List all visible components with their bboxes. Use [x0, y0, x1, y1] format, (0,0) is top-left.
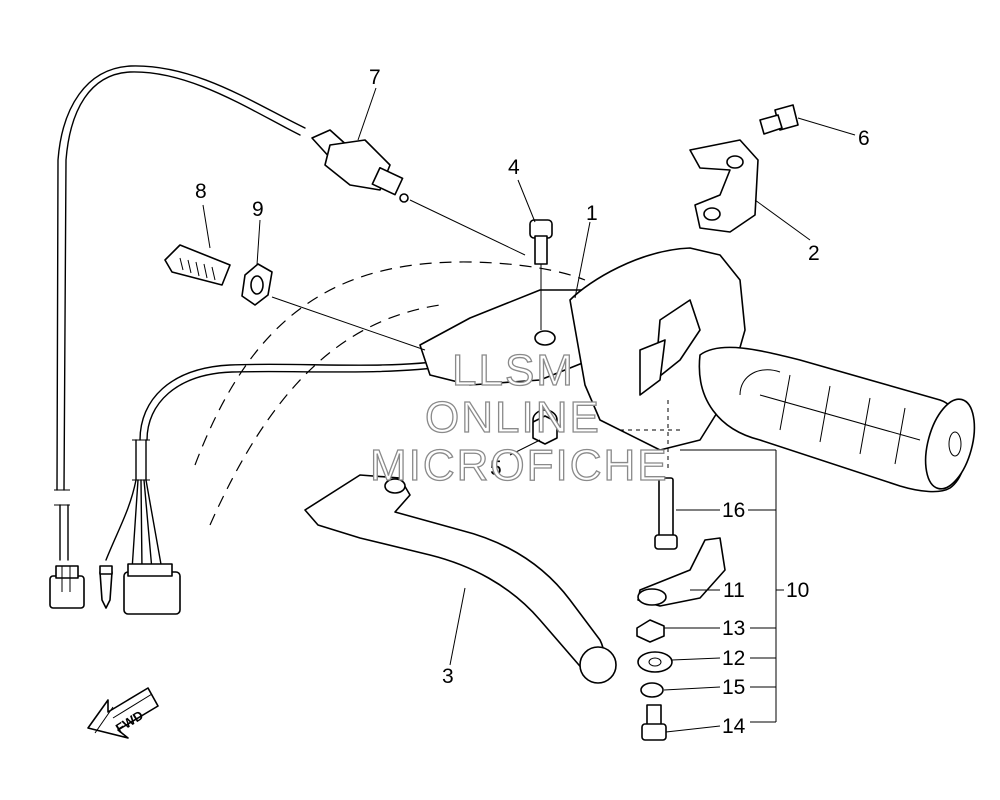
callout-9: 9 — [252, 198, 264, 221]
leader-lines — [202, 87, 811, 733]
callout-7: 7 — [369, 66, 381, 89]
callout-13: 13 — [722, 617, 745, 640]
adjuster-8 — [164, 244, 231, 286]
callout-15: 15 — [722, 676, 745, 699]
callout-6: 6 — [858, 127, 870, 150]
watermark: LLSM ONLINE MICROFICHE — [369, 345, 669, 490]
callout-11: 11 — [723, 579, 745, 602]
handlebar-grip — [698, 346, 976, 493]
callout-14: 14 — [722, 715, 746, 738]
callout-2: 2 — [808, 242, 820, 265]
watermark-line-1: LLSM — [452, 346, 575, 395]
nut-5 — [532, 415, 558, 445]
clutch-switch-wire — [49, 65, 306, 609]
locknut-9 — [241, 263, 426, 351]
fwd-direction-arrow: FWD — [87, 687, 159, 739]
watermark-line-3: MICROFICHE — [370, 441, 669, 490]
callout-16: 16 — [722, 499, 745, 522]
watermark-line-2: ONLINE — [425, 393, 601, 442]
clutch-switch-7 — [311, 129, 526, 256]
callout-labels: 1 2 3 4 5 6 7 8 9 10 11 12 13 14 15 16 — [195, 66, 870, 738]
callout-10: 10 — [786, 579, 809, 602]
callout-4: 4 — [508, 156, 520, 179]
clutch-lever — [304, 474, 617, 684]
callout-1: 1 — [586, 202, 598, 225]
callout-5: 5 — [490, 457, 502, 480]
callout-3: 3 — [442, 665, 454, 688]
callout-12: 12 — [722, 647, 745, 670]
wire-harness — [99, 359, 451, 615]
callout-8: 8 — [195, 180, 207, 203]
lever-holder — [419, 247, 746, 470]
clamp-part — [689, 139, 759, 233]
bolt-6 — [759, 104, 856, 136]
pivot-bolt-4 — [529, 219, 553, 330]
hot-start-parts — [636, 477, 726, 741]
cable-routing-lines — [194, 261, 586, 526]
